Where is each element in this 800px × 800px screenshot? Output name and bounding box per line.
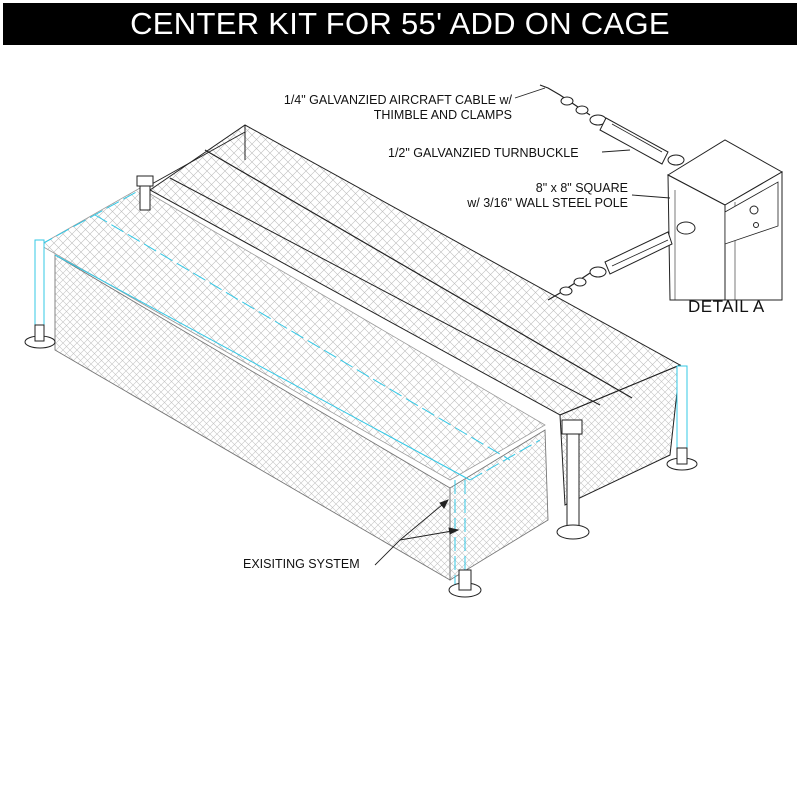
existing-outline — [469, 439, 541, 481]
pole-bolt — [749, 205, 759, 215]
detail-a — [374, 84, 784, 566]
drawing-title: CENTER KIT FOR 55' ADD ON CAGE — [3, 3, 797, 45]
existing-outline — [94, 214, 511, 461]
existing-cage-end-wall — [449, 429, 549, 581]
post-rear-left — [136, 175, 154, 211]
roof-edge-line — [169, 177, 601, 406]
cable-callout-line2: THIMBLE AND CLAMPS — [373, 108, 512, 122]
lower-turnbuckle-assembly — [547, 221, 696, 301]
existing-cage — [39, 187, 549, 585]
pole-bolt — [753, 222, 759, 228]
existing-outline — [54, 254, 471, 481]
existing-cage-top — [39, 187, 546, 481]
leader-lines — [374, 87, 671, 566]
turnbuckle-callout: 1/2" GALVANZIED TURNBUCKLE — [388, 146, 579, 160]
existing-outline — [39, 189, 141, 246]
cable-callout-line1: 1/4" GALVANZIED AIRCRAFT CABLE w/ — [283, 93, 512, 107]
roof-front-line — [149, 131, 246, 186]
add-on-cage — [149, 124, 682, 506]
center-cable-line — [204, 149, 633, 399]
steel-pole — [666, 139, 784, 301]
post-left-front — [24, 239, 56, 349]
add-on-cage-side-wall — [559, 364, 681, 506]
post-right — [666, 365, 698, 471]
post-front-bottom — [448, 569, 482, 598]
detail-a-title: DETAIL A — [688, 297, 765, 316]
existing-system-callout: EXISITING SYSTEM — [243, 557, 360, 571]
posts — [24, 175, 698, 598]
post-center — [556, 419, 590, 540]
upper-turnbuckle-assembly — [539, 84, 685, 166]
pole-callout-line1: 8" x 8" SQUARE — [535, 181, 628, 195]
pole-callout-line2: w/ 3/16" WALL STEEL POLE — [467, 196, 628, 210]
